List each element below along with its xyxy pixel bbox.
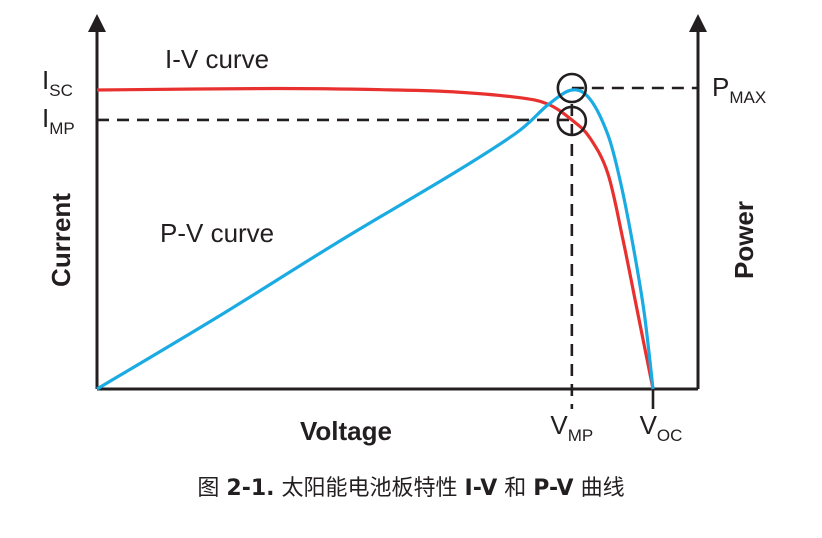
tick-imp-main: I <box>42 103 49 133</box>
pmax-marker <box>556 72 588 104</box>
x-axis-label: Voltage <box>300 416 392 446</box>
tick-pmax: PMAX <box>712 72 766 107</box>
caption-iv: I-V <box>464 476 498 501</box>
figure-caption: 图 2-1. 太阳能电池板特性 I-V 和 P-V 曲线 <box>0 470 822 502</box>
tick-isc-sub: SC <box>49 81 73 100</box>
tick-vmp-main: V <box>550 410 568 440</box>
caption-pv: P-V <box>533 476 574 501</box>
chart-axes <box>88 14 707 391</box>
tick-voc-sub: OC <box>657 426 683 445</box>
tick-imp-sub: MP <box>49 119 75 138</box>
mpp-guides <box>97 86 698 409</box>
pv-curve-label: P-V curve <box>160 218 274 248</box>
mpp-markers <box>556 72 588 137</box>
tick-voc: VOC <box>640 410 683 445</box>
caption-prefix: 图 <box>197 476 227 501</box>
iv-curve <box>96 86 655 390</box>
y-axis-left-arrow <box>88 14 106 32</box>
tick-pmax-main: P <box>712 72 729 102</box>
imp-marker <box>556 105 588 137</box>
caption-text-3: 曲线 <box>573 476 625 501</box>
y-axis-left-label: Current <box>46 193 76 287</box>
tick-vmp-sub: MP <box>568 426 594 445</box>
y-axis-right-arrow <box>689 14 707 32</box>
caption-number: 2-1. <box>226 476 275 501</box>
iv-pv-chart: I-V curve P-V curve Voltage Current Powe… <box>42 14 766 446</box>
tick-voc-main: V <box>640 410 658 440</box>
tick-vmp: VMP <box>550 410 593 445</box>
tick-isc-main: I <box>42 65 49 95</box>
tick-imp: IMP <box>42 103 75 138</box>
y-axis-right-label: Power <box>729 201 759 279</box>
iv-curve-label: I-V curve <box>165 44 269 74</box>
tick-isc: ISC <box>42 65 73 100</box>
tick-pmax-sub: MAX <box>729 88 766 107</box>
caption-text-2: 和 <box>497 476 534 501</box>
caption-text-1: 太阳能电池板特性 <box>274 476 465 501</box>
